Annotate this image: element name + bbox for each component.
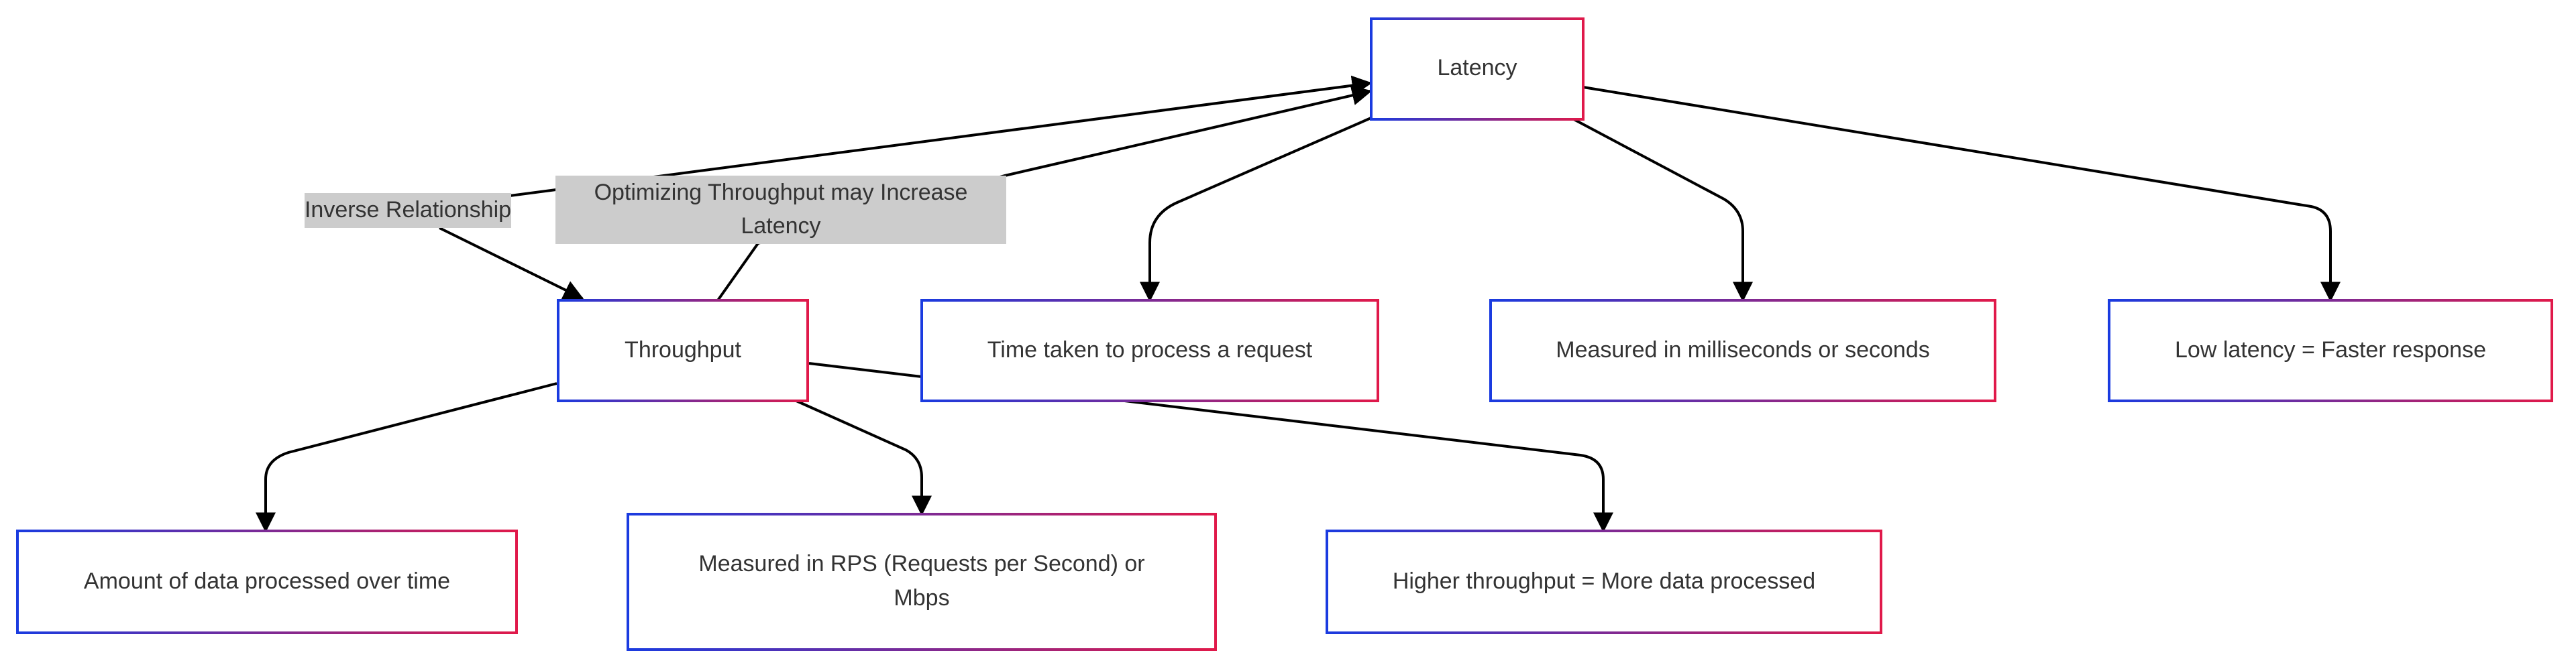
edge-label-optimizing-line2: Latency bbox=[741, 213, 820, 239]
node-throughput-unit-line1: Measured in RPS (Requests per Second) or bbox=[698, 551, 1144, 576]
node-throughput-high-label: Higher throughput = More data processed bbox=[1393, 568, 1815, 594]
node-throughput-high[interactable]: Higher throughput = More data processed bbox=[1326, 530, 1882, 634]
node-throughput-unit-line2: Mbps bbox=[894, 585, 949, 611]
edge-latency-to-definition bbox=[1140, 116, 1373, 302]
edge-label-inverse: Inverse Relationship bbox=[305, 193, 511, 228]
edge-latency-to-low-latency bbox=[1582, 86, 2341, 302]
node-throughput[interactable]: Throughput bbox=[557, 299, 809, 402]
edge-label-inverse-text: Inverse Relationship bbox=[305, 197, 511, 223]
node-latency[interactable]: Latency bbox=[1370, 17, 1585, 121]
node-throughput-definition-label: Amount of data processed over time bbox=[84, 568, 450, 594]
edge-throughput-to-unit bbox=[796, 400, 932, 516]
node-latency-definition-label: Time taken to process a request bbox=[987, 337, 1313, 363]
node-latency-low-label: Low latency = Faster response bbox=[2175, 337, 2486, 363]
node-throughput-definition[interactable]: Amount of data processed over time bbox=[16, 530, 518, 634]
node-throughput-label: Throughput bbox=[625, 337, 741, 363]
node-latency-unit-label: Measured in milliseconds or seconds bbox=[1556, 337, 1929, 363]
node-throughput-unit[interactable]: Measured in RPS (Requests per Second) or… bbox=[627, 513, 1217, 651]
edge-label-optimizing-line1: Optimizing Throughput may Increase bbox=[594, 180, 968, 205]
edge-label-optimizing: Optimizing Throughput may Increase Laten… bbox=[555, 176, 1006, 244]
edge-latency-to-unit bbox=[1573, 118, 1753, 302]
edge-inverse-to-throughput bbox=[439, 227, 584, 300]
node-latency-definition[interactable]: Time taken to process a request bbox=[920, 299, 1379, 402]
node-latency-label: Latency bbox=[1437, 55, 1517, 80]
node-latency-unit[interactable]: Measured in milliseconds or seconds bbox=[1489, 299, 1996, 402]
node-latency-low[interactable]: Low latency = Faster response bbox=[2108, 299, 2553, 402]
edge-throughput-to-definition bbox=[256, 382, 557, 533]
edge-throughput-to-high-throughput bbox=[808, 362, 1613, 533]
